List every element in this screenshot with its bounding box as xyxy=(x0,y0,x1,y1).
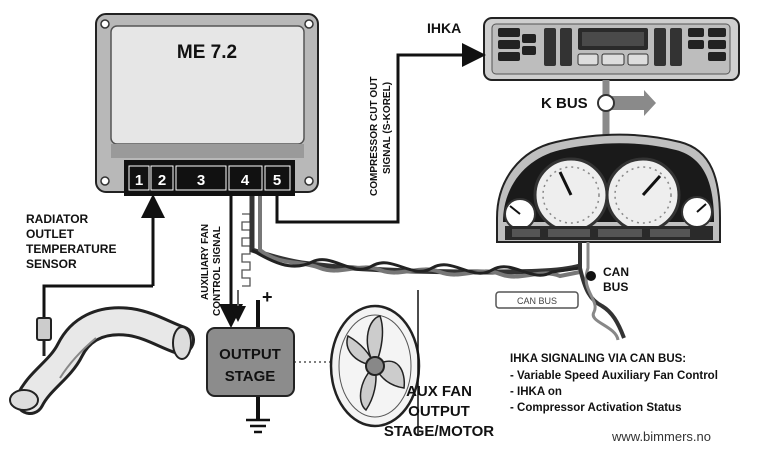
k-bus-connection: K BUS xyxy=(541,80,656,142)
pin-1-cell xyxy=(128,165,150,191)
instrument-cluster xyxy=(496,133,721,243)
can-bus-module-text: CAN BUS xyxy=(517,296,557,306)
aux-fan-line1: AUX FAN xyxy=(406,383,472,400)
ecu-module: ME 7.2 xyxy=(95,13,319,193)
pin-2-cell xyxy=(150,165,174,191)
k-bus-label: K BUS xyxy=(541,95,588,112)
radiator-sensor-line4: SENSOR xyxy=(26,257,77,271)
radiator-sensor-line1: RADIATOR xyxy=(26,212,89,226)
pin-2-label: 2 xyxy=(158,172,166,189)
radiator-sensor-label: RADIATOR OUTLET TEMPERATURE SENSOR xyxy=(26,212,116,271)
aux-fan-signal-line2: CONTROL SIGNAL xyxy=(212,226,223,316)
aux-fan-line2: OUTPUT xyxy=(408,403,470,420)
pin-4-cell xyxy=(228,165,263,191)
output-stage-box: OUTPUT STAGE xyxy=(206,327,295,397)
radiator-sensor-line3: TEMPERATURE xyxy=(26,242,116,256)
ihka-signaling-note: IHKA SIGNALING VIA CAN BUS: - Variable S… xyxy=(510,353,718,414)
ecu-title: ME 7.2 xyxy=(177,42,237,63)
temperature-sensor xyxy=(36,317,52,341)
ihka-signaling-item-3: - Compressor Activation Status xyxy=(510,402,681,414)
compressor-signal-line2: SIGNAL (S-KOREL) xyxy=(382,82,393,174)
can-bus-label-line2: BUS xyxy=(603,280,628,294)
aux-fan-drawing: AUX FAN OUTPUT STAGE/MOTOR xyxy=(329,290,494,440)
ihka-signaling-title: IHKA SIGNALING VIA CAN BUS: xyxy=(510,353,686,365)
pin-3-label: 3 xyxy=(197,172,205,189)
aux-fan-signal-label: AUXILIARY FAN CONTROL SIGNAL xyxy=(200,224,223,316)
pin-5-label: 5 xyxy=(273,172,281,189)
pin-4-label: 4 xyxy=(241,172,250,189)
can-bus-label-line1: CAN xyxy=(603,265,629,279)
power-plus-label: + xyxy=(262,287,273,307)
ihka-title: IHKA xyxy=(427,20,461,36)
can-bus-module: CAN BUS xyxy=(495,291,579,309)
ihka-signaling-item-2: - IHKA on xyxy=(510,386,562,398)
compressor-signal-label: COMPRESSOR CUT OUT SIGNAL (S-KOREL) xyxy=(369,77,393,196)
pin-5-cell xyxy=(264,165,291,191)
watermark-text: www.bimmers.no xyxy=(611,429,711,444)
radiator-sensor-line2: OUTLET xyxy=(26,227,75,241)
ecu-pin-connector: 1 2 3 4 5 xyxy=(124,160,295,196)
pin-3-cell xyxy=(175,165,227,191)
output-stage-line1: OUTPUT xyxy=(219,346,281,363)
pin-1-label: 1 xyxy=(135,172,143,189)
radiator-hose xyxy=(9,306,195,415)
compressor-signal-line1: COMPRESSOR CUT OUT xyxy=(369,77,380,196)
wiring: + xyxy=(42,43,626,434)
output-stage-line2: STAGE xyxy=(225,368,276,385)
aux-fan-signal-line1: AUXILIARY FAN xyxy=(200,224,211,300)
ihka-control-panel: IHKA xyxy=(427,17,740,81)
aux-fan-line3: STAGE/MOTOR xyxy=(384,423,494,440)
ihka-signaling-item-1: - Variable Speed Auxiliary Fan Control xyxy=(510,370,718,382)
